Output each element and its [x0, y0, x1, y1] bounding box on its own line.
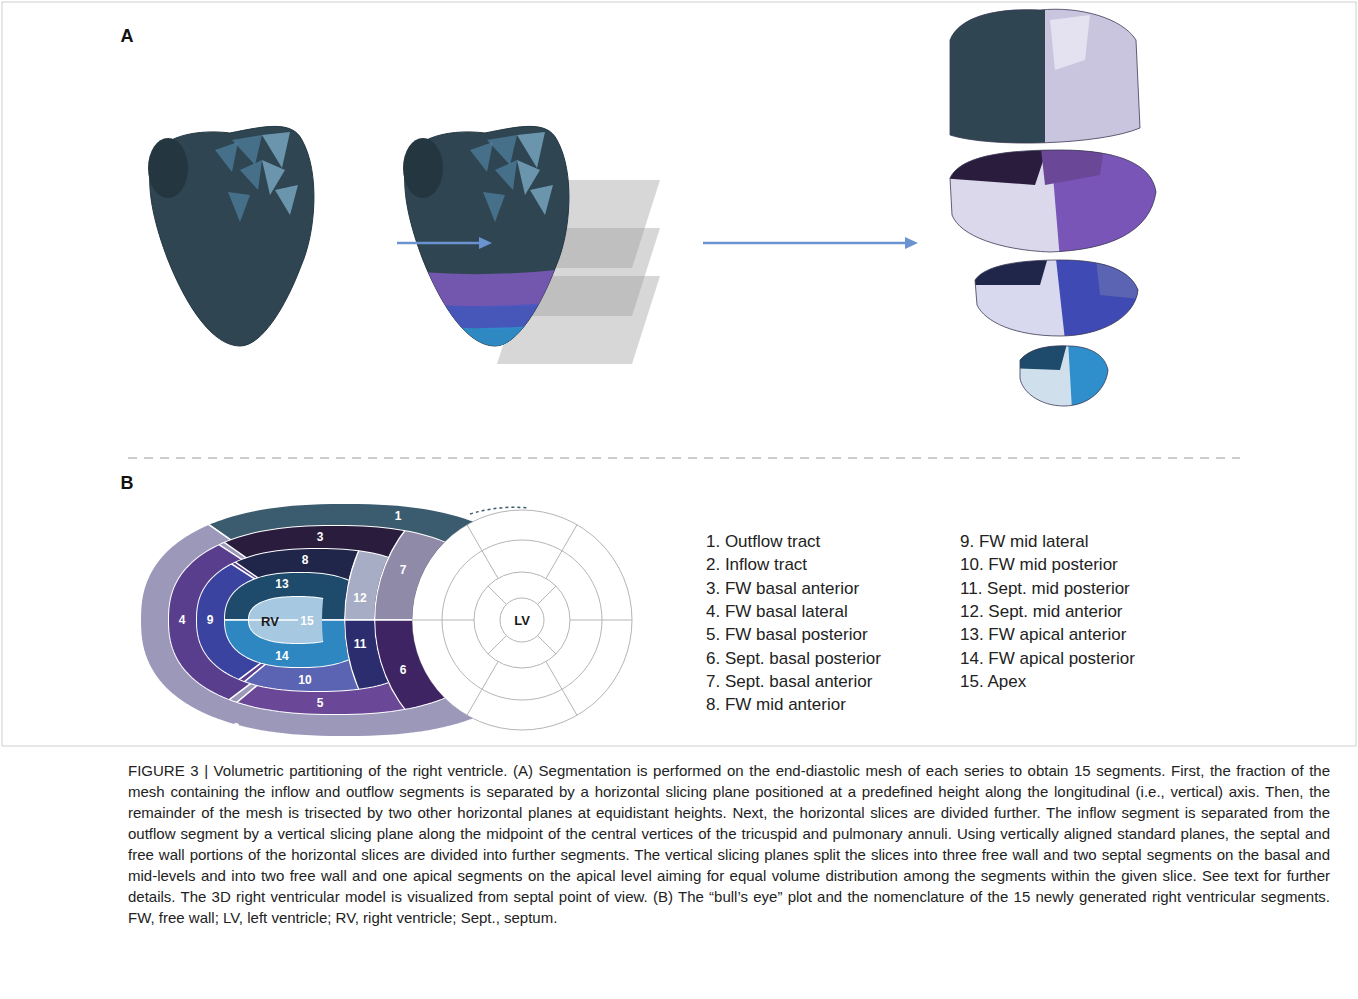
legend-entry: 5. FW basal posterior — [706, 626, 868, 643]
segment-number: 12 — [353, 592, 366, 604]
drawing-part — [940, 0, 1150, 160]
segment-face — [940, 140, 1050, 185]
drawing-part — [950, 9, 1140, 143]
segment-face — [960, 250, 1150, 340]
basal-piece — [940, 140, 1160, 260]
legend-entry: 2. Inflow tract — [706, 556, 807, 573]
segment-number: 11 — [354, 638, 367, 650]
segment-number: 13 — [275, 578, 288, 590]
segment-face — [1095, 250, 1150, 300]
segment-number: 7 — [400, 564, 407, 576]
segment-face — [960, 250, 1050, 285]
legend-entry: 14. FW apical posterior — [960, 649, 1135, 666]
segment-number: 15 — [300, 615, 313, 627]
segment-face — [1040, 140, 1105, 185]
legend-entry: 7. Sept. basal anterior — [706, 672, 872, 689]
arrow-head — [905, 237, 918, 249]
dashed-boundary — [470, 507, 528, 514]
drawing-part — [248, 596, 348, 644]
segment-number: 9 — [207, 614, 214, 626]
segment-face — [940, 140, 1160, 260]
basal-outflow-piece — [940, 0, 1150, 160]
drawing-part — [940, 140, 1160, 260]
panel-letter: A — [121, 27, 134, 45]
legend-entry: 4. FW basal lateral — [706, 602, 848, 619]
segment-number: 2 — [233, 722, 240, 734]
chamber-label: RV — [261, 615, 279, 628]
segment-face — [1045, 0, 1150, 160]
legend-entry: 3. FW basal anterior — [706, 579, 859, 596]
segment-number: 14 — [275, 650, 288, 662]
segment-number: 8 — [302, 554, 309, 566]
drawing-part — [1010, 340, 1115, 410]
segment-number: 1 — [395, 510, 402, 522]
legend-entry: 6. Sept. basal posterior — [706, 649, 881, 666]
apical-piece — [1010, 340, 1115, 410]
figure-caption: FIGURE 3 | Volumetric partitioning of th… — [128, 760, 1330, 928]
segment-face — [1055, 250, 1150, 340]
segment-number: 10 — [298, 674, 311, 686]
chamber-label: LV — [514, 614, 530, 627]
legend-entry: 9. FW mid lateral — [960, 533, 1088, 550]
legend-entry: 8. FW mid anterior — [706, 696, 846, 713]
segment-number: 4 — [179, 614, 186, 626]
drawing-part — [960, 250, 1150, 340]
mid-piece — [960, 250, 1150, 340]
panel-letter: B — [121, 474, 134, 492]
legend-entry: 1. Outflow tract — [706, 533, 820, 550]
segment-face — [940, 0, 1045, 160]
legend-entry: 12. Sept. mid anterior — [960, 602, 1123, 619]
drawing-part — [975, 260, 1138, 336]
segment-number: 3 — [317, 531, 324, 543]
segment-number: 5 — [317, 697, 324, 709]
legend-entry: 10. FW mid posterior — [960, 556, 1118, 573]
segment-face — [1050, 15, 1090, 70]
segment-number: 6 — [400, 664, 407, 676]
segment-face — [1010, 340, 1115, 410]
legend-entry: 15. Apex — [960, 672, 1026, 689]
segment-face — [1010, 340, 1068, 370]
drawing-part — [1020, 346, 1108, 406]
legend-entry: 13. FW apical anterior — [960, 626, 1126, 643]
drawing-part — [950, 150, 1156, 252]
legend-entry: 11. Sept. mid posterior — [960, 579, 1130, 596]
